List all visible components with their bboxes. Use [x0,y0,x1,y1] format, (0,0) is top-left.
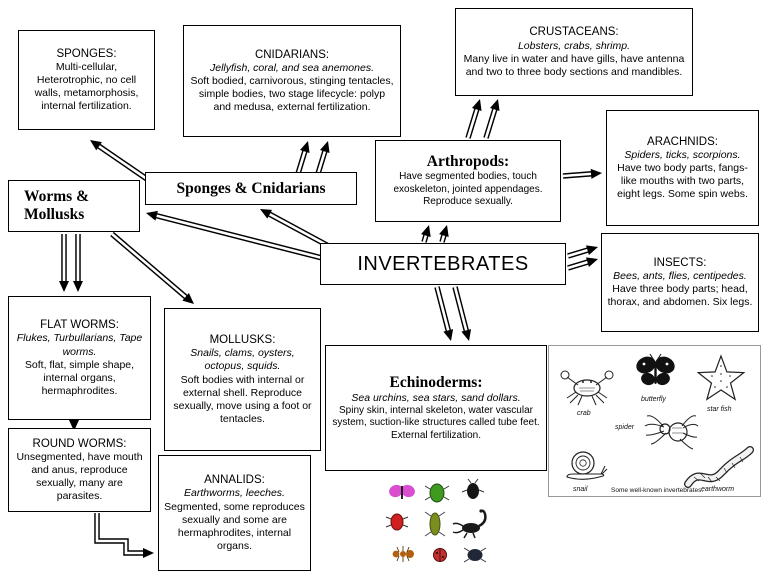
node-flat-worms-examples: Flukes, Turbullarians, Tape worms. [16,332,143,358]
node-round-worms-body: Unsegmented, have mouth and anus, reprod… [16,450,143,503]
crab-label: crab [577,410,591,417]
invertebrates-illustration: crab butterfly star fish spide [548,345,761,497]
node-insects: INSECTS: Bees, ants, flies, centipedes. … [601,233,759,332]
crab-drawing [560,370,614,406]
node-invertebrates-title: INVERTEBRATES [357,252,529,275]
node-echinoderms-body: Spiny skin, internal skeleton, water vas… [332,404,540,441]
node-crustaceans-body: Many live in water and have gills, have … [463,52,685,78]
node-insects-body: Have three body parts; head, thorax, and… [607,283,753,309]
node-arachnids-body: Have two body parts, fangs-like mouths w… [617,162,748,201]
node-sponges-body: Multi-cellular, Heterotrophic, no cell w… [34,60,139,113]
node-worms-mollusks-line1: Worms & [24,188,90,206]
node-round-worms: ROUND WORMS: Unsegmented, have mouth and… [8,428,151,512]
node-cnidarians: CNIDARIANS: Jellyfish, coral, and sea an… [183,25,401,137]
node-crustaceans: CRUSTACEANS: Lobsters, crabs, shrimp. Ma… [455,8,693,96]
snail-drawing [566,451,608,480]
node-crustaceans-title: CRUSTACEANS: [529,26,619,39]
node-invertebrates: INVERTEBRATES [320,243,566,285]
spider-drawing [644,415,699,450]
node-echinoderms-examples: Sea urchins, sea stars, sand dollars. [351,391,521,404]
node-sponges-cnidarians: Sponges & Cnidarians [145,172,357,205]
node-cnidarians-examples: Jellyfish, coral, and sea anemones. [209,61,374,74]
figure-caption: Some well-known invertebrates. [611,487,704,494]
earthworm-label: earthworm [701,486,735,493]
node-arthropods-body: Have segmented bodies, touch exoskeleton… [393,171,543,208]
node-sponges-title: SPONGES: [56,47,117,60]
node-worms-mollusks: Worms & Mollusks [8,180,140,232]
node-arachnids-title: ARACHNIDS: [647,135,718,148]
node-echinoderms-title: Echinoderms: [389,373,483,391]
node-annalids-examples: Earthworms, leeches. [184,487,285,500]
node-arachnids-examples: Spiders, ticks, scorpions. [624,148,741,161]
insects-illustration [383,478,503,568]
node-echinoderms: Echinoderms: Sea urchins, sea stars, san… [325,345,547,471]
node-annalids-title: ANNALIDS: [204,474,265,486]
node-crustaceans-examples: Lobsters, crabs, shrimp. [517,39,631,52]
earthworm-drawing [684,446,754,488]
node-sponges-cnidarians-title: Sponges & Cnidarians [176,179,326,197]
node-flat-worms-body: Soft, flat, simple shape, internal organ… [24,358,135,397]
node-mollusks-examples: Snails, clams, oysters, octopus, squids. [190,347,295,373]
butterfly-drawing [636,353,675,386]
node-arthropods: Arthropods: Have segmented bodies, touch… [375,140,561,222]
node-arachnids: ARACHNIDS: Spiders, ticks, scorpions. Ha… [606,110,759,226]
snail-label: snail [573,486,588,493]
butterfly-label: butterfly [641,396,666,403]
node-mollusks-title: MOLLUSKS: [209,333,276,346]
node-round-worms-title: ROUND WORMS: [32,437,127,450]
starfish-drawing [696,354,746,401]
node-annalids-body: Segmented, some reproduces sexually and … [164,500,305,552]
spider-label: spider [615,424,635,431]
insects-drawing [385,478,487,563]
node-sponges: SPONGES: Multi-cellular, Heterotrophic, … [18,30,155,130]
node-flat-worms-title: FLAT WORMS: [40,319,119,331]
node-insects-examples: Bees, ants, flies, centipedes. [613,270,747,282]
node-mollusks: MOLLUSKS: Snails, clams, oysters, octopu… [164,308,321,451]
node-flat-worms: FLAT WORMS: Flukes, Turbullarians, Tape … [8,296,151,420]
starfish-label: star fish [707,406,732,413]
node-worms-mollusks-line2: Mollusks [24,206,85,223]
node-cnidarians-title: CNIDARIANS: [254,48,330,61]
node-cnidarians-body: Soft bodied, carnivorous, stinging tenta… [190,75,394,114]
node-insects-title: INSECTS: [653,256,707,269]
node-annalids: ANNALIDS: Earthworms, leeches. Segmented… [158,455,311,571]
node-arthropods-title: Arthropods: [426,153,510,171]
node-mollusks-body: Soft bodies with internal or external sh… [173,373,312,425]
